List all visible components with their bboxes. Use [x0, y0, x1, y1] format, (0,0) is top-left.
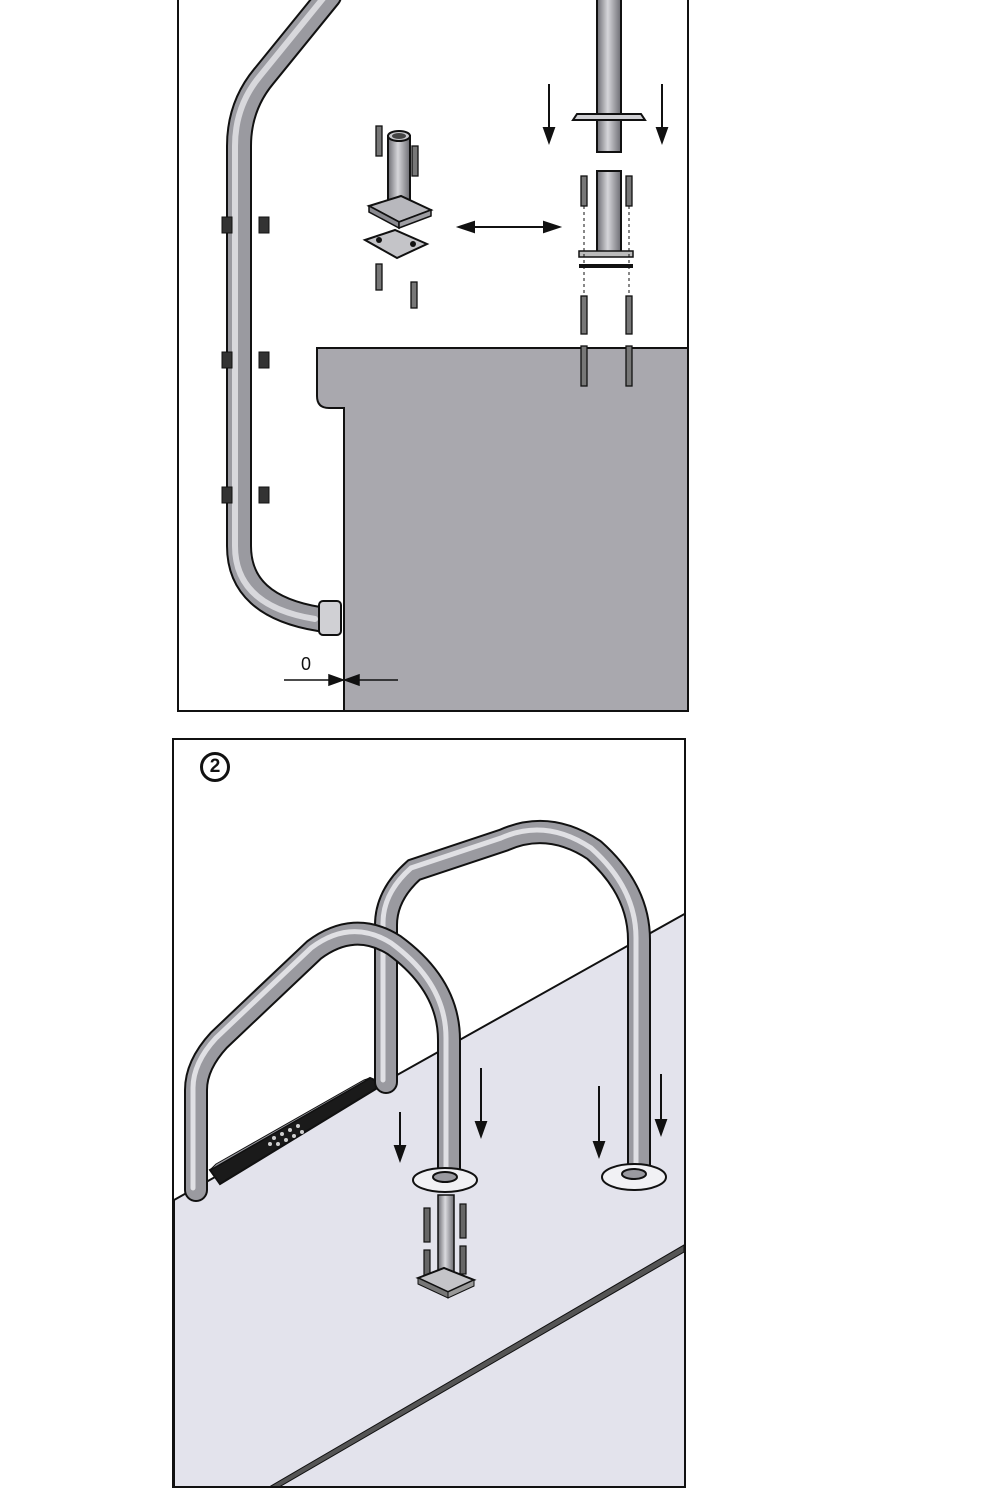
pool-deck: [174, 913, 684, 1486]
pool-wall: [316, 347, 687, 710]
dimension-label: 0: [301, 654, 312, 674]
panel-step-1: 0: [177, 0, 689, 712]
ladder-install-diagram: [174, 820, 684, 1486]
coping-band: [269, 1244, 684, 1486]
arrow-down-icon: [393, 1068, 668, 1163]
handrail-back: [374, 820, 651, 1182]
anchor-post-exploded: [571, 0, 647, 387]
step-number-badge: 2: [200, 752, 230, 782]
double-arrow-icon: [455, 220, 563, 234]
escutcheon-rings: [412, 1163, 667, 1193]
handrail-tube: [226, 0, 342, 632]
handrail-front: [184, 921, 461, 1202]
rail-clamps: [221, 216, 270, 504]
flange-assembly-iso: [362, 125, 434, 309]
dimension-line: [284, 656, 398, 696]
wall-contact: [318, 600, 342, 636]
anchor-under-deck: [415, 1194, 477, 1299]
wall-mount-diagram: [221, 0, 687, 710]
panel-step-2: 2: [172, 738, 686, 1488]
arrow-down-icon: [542, 84, 669, 145]
